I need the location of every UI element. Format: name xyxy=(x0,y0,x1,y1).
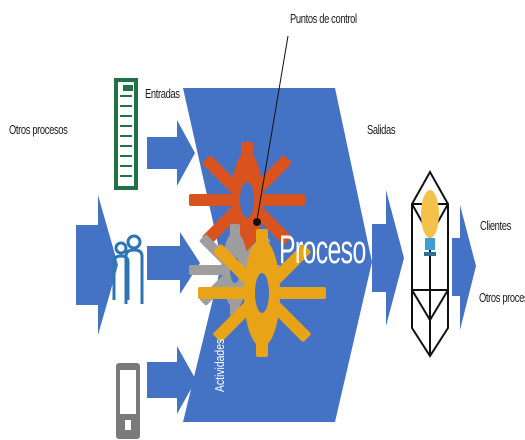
spreadsheet-icon xyxy=(114,78,138,190)
control-point-leader xyxy=(256,35,289,221)
other-process-label: Otros proceso xyxy=(479,290,525,305)
inputs-label: Entradas xyxy=(145,86,180,101)
people-icon xyxy=(112,234,144,304)
activities-label: Actividades xyxy=(212,338,227,392)
control-point-dot xyxy=(253,218,261,226)
outputs-label: Salidas xyxy=(367,122,396,137)
lightbulb-box-icon xyxy=(411,169,449,358)
input-arrow-bottom xyxy=(147,346,196,414)
process-title: Proceso xyxy=(279,228,366,272)
process-chevron xyxy=(183,88,372,422)
input-arrow-left xyxy=(76,195,118,335)
output-arrow xyxy=(372,190,404,326)
input-arrow-top xyxy=(147,120,195,186)
gear-icon xyxy=(189,142,326,357)
mobile-device-icon xyxy=(116,363,140,439)
input-arrow-middle xyxy=(147,232,200,294)
clients-label: Clientes xyxy=(480,218,511,233)
other-processes-label: Otros procesos xyxy=(9,122,68,137)
control-points-label: Puntos de control xyxy=(290,11,357,26)
client-arrow xyxy=(452,205,476,330)
